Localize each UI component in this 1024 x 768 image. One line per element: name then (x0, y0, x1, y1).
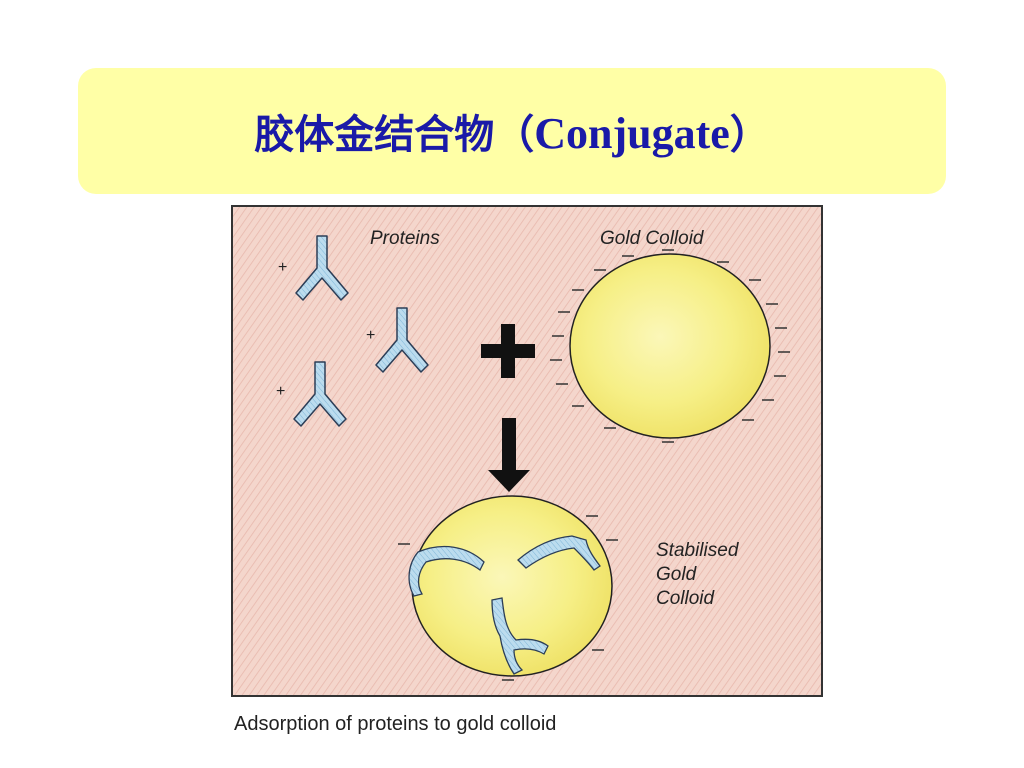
charge-plus-2: + (366, 327, 375, 344)
gold-colloid-label: Gold Colloid (600, 228, 705, 249)
figure-svg: Proteins Gold Colloid + + + (231, 205, 823, 735)
title-banner: 胶体金结合物（Conjugate） (78, 68, 946, 194)
stabilised-label-line1: Stabilised (656, 540, 740, 561)
charge-plus-1: + (278, 259, 287, 276)
down-arrow-icon (488, 418, 530, 492)
stabilised-label-line3: Colloid (656, 588, 716, 609)
gold-colloid-sphere (550, 249, 790, 443)
stabilised-gold-colloid (398, 495, 618, 681)
title-cn: 胶体金结合物 (254, 111, 495, 158)
adsorption-figure: Proteins Gold Colloid + + + (222, 200, 830, 744)
proteins-label: Proteins (370, 228, 440, 249)
slide-title: 胶体金结合物（Conjugate） (254, 102, 770, 160)
plus-sign-icon (481, 324, 535, 378)
title-paren-close: ） (729, 111, 770, 158)
title-paren-open: （ (494, 111, 535, 158)
charge-plus-3: + (276, 383, 285, 400)
stabilised-label-line2: Gold (656, 564, 698, 585)
figure-caption: Adsorption of proteins to gold colloid (234, 713, 556, 735)
title-en: Conjugate (534, 109, 730, 158)
